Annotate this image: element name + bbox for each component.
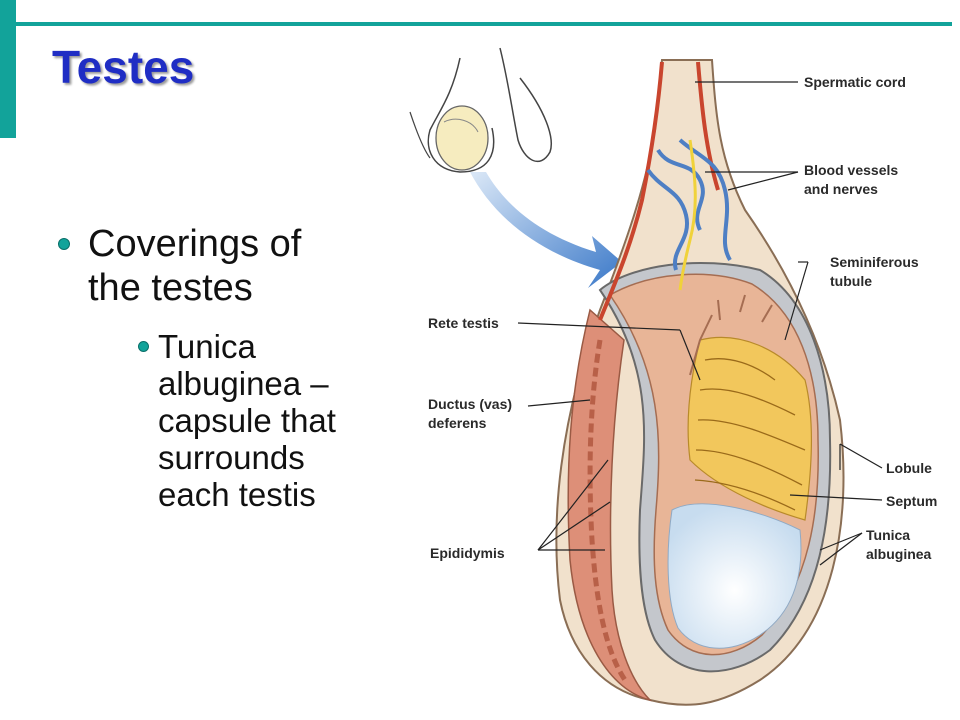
leader-lines	[517, 81, 883, 566]
label-ductus-line-2: deferens	[428, 415, 487, 431]
bullet-dot-icon	[58, 238, 70, 250]
label-tunica-line-1: Tunica	[866, 527, 910, 543]
label-tunica-line-2: albuginea	[866, 546, 932, 562]
accent-rule	[16, 22, 952, 26]
label-rete-testis: Rete testis	[428, 315, 499, 331]
sub-bullet-item: Tunica albuginea – capsule that surround…	[136, 328, 352, 513]
bullet-list: Coverings of the testes Tunica albuginea…	[52, 222, 352, 513]
label-seminiferous-line-2: tubule	[830, 273, 872, 289]
testis-cross-section	[555, 59, 845, 706]
inset-outline	[409, 47, 622, 288]
label-seminiferous-line-1: Seminiferous	[830, 254, 919, 270]
bullet-text: Coverings of the testes	[88, 223, 302, 309]
sub-bullet-text: Tunica albuginea – capsule that surround…	[158, 328, 336, 513]
bullet-item: Coverings of the testes Tunica albuginea…	[52, 222, 352, 513]
label-septum: Septum	[886, 493, 937, 509]
testis-anatomy-illustration: Spermatic cord Blood vessels and nerves …	[409, 47, 937, 706]
label-blood-vessels-line-1: Blood vessels	[804, 162, 898, 178]
label-lobule: Lobule	[886, 460, 932, 476]
sub-bullet-dot-icon	[138, 341, 149, 352]
accent-bar	[0, 0, 16, 138]
label-blood-vessels-line-2: and nerves	[804, 181, 878, 197]
slide-title: Testes	[52, 41, 195, 93]
label-spermatic-cord: Spermatic cord	[804, 74, 906, 90]
label-epididymis: Epididymis	[430, 545, 505, 561]
label-ductus-line-1: Ductus (vas)	[428, 396, 512, 412]
